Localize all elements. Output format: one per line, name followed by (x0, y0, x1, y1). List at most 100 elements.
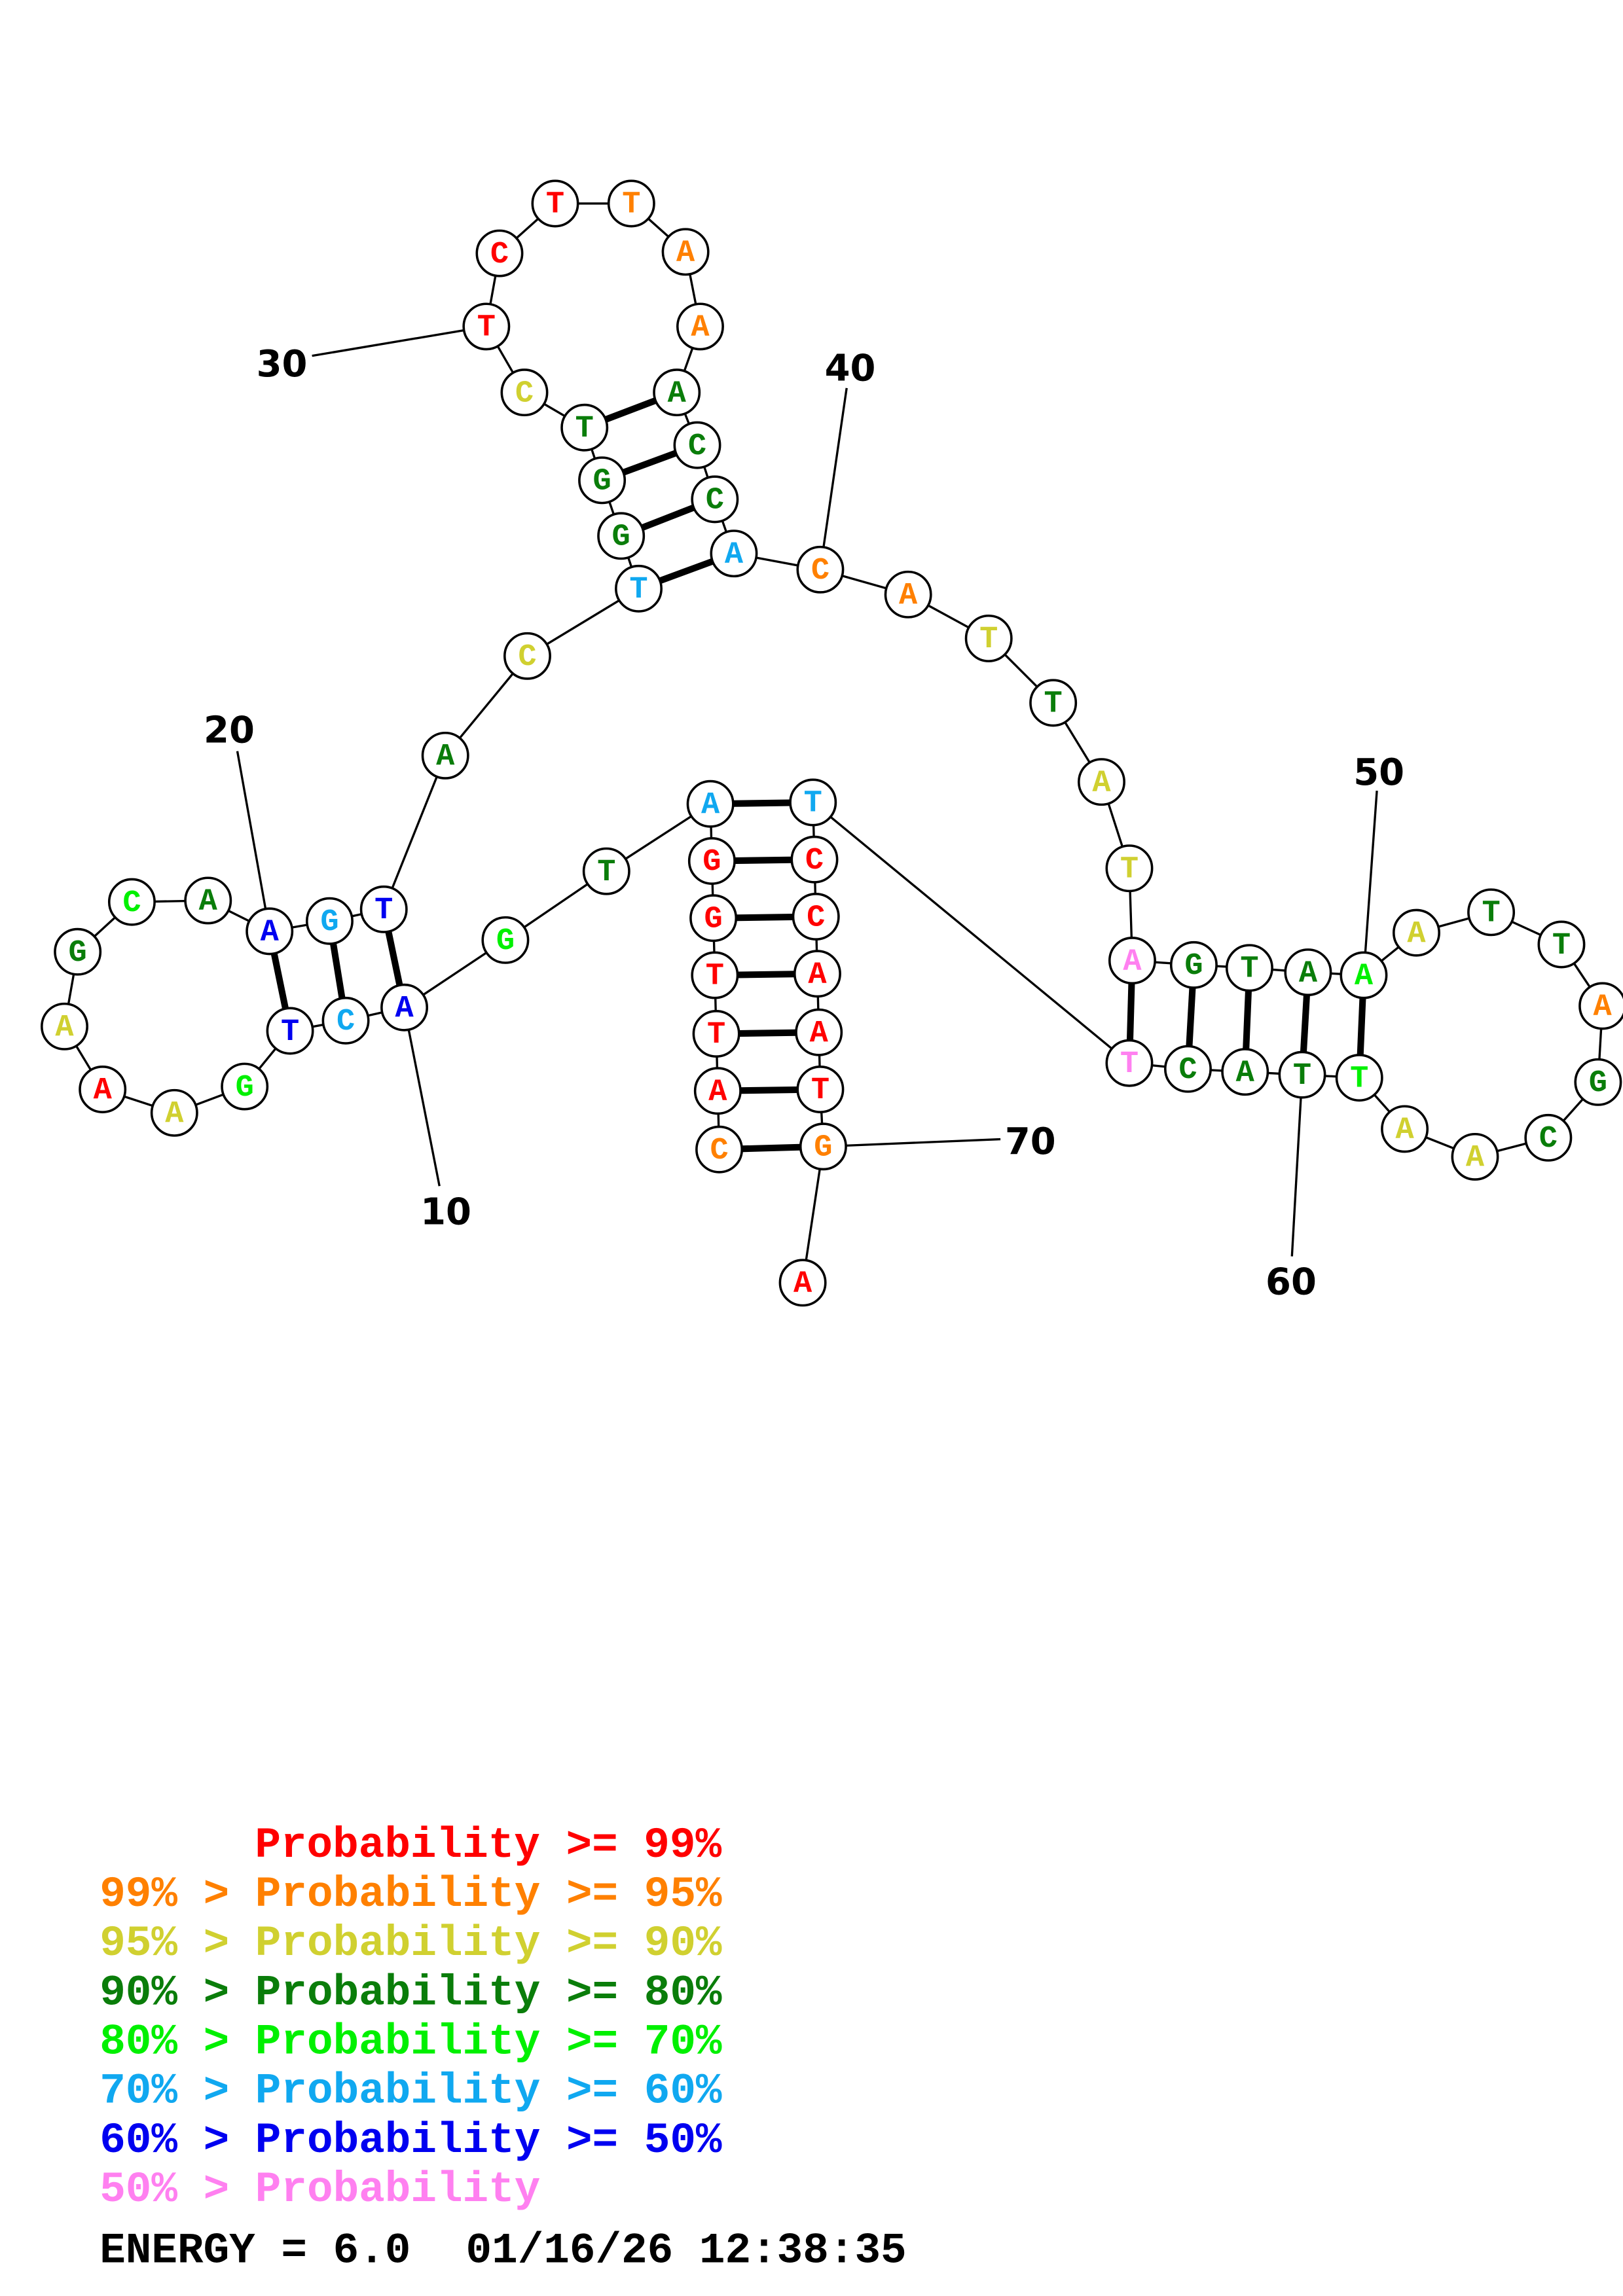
nucleotide: C (792, 893, 840, 941)
nucleotide-letter: A (691, 311, 710, 346)
nucleotide-letter: A (199, 885, 218, 920)
energy-value: ENERGY = 6.0 (100, 2227, 410, 2276)
legend-entry: 80% > Probability >= 70% (100, 2018, 722, 2067)
nucleotide: C (691, 475, 739, 524)
nucleotide-circle (790, 835, 839, 884)
nucleotide: A (795, 1008, 843, 1056)
nucleotide: C (500, 368, 549, 417)
nucleotide: G (578, 456, 627, 505)
nucleotide: T (582, 847, 630, 895)
position-tick-line (823, 1138, 1001, 1148)
nucleotide: A (778, 1259, 827, 1307)
nucleotide-circle (1574, 1058, 1622, 1106)
nucleotide-circle (79, 1066, 127, 1113)
nucleotide-letter: G (69, 936, 87, 971)
nucleotide-letter: T (1240, 952, 1258, 987)
nucleotide-circle (500, 368, 549, 417)
nucleotide-circle (691, 475, 739, 524)
nucleotide-circle (795, 1008, 843, 1056)
nucleotide-letter: T (706, 960, 724, 994)
nucleotide-circle (796, 545, 845, 594)
nucleotide-circle (503, 632, 551, 680)
nucleotide-circle (884, 570, 932, 619)
nucleotide: T (607, 179, 655, 228)
nucleotide-circle (1029, 679, 1078, 727)
nucleotide-letter: A (1594, 990, 1613, 1025)
nucleotide-circle (359, 885, 408, 933)
nucleotide-circle (691, 951, 739, 999)
position-label: 40 (825, 348, 876, 390)
nucleotide-letter: T (804, 787, 822, 821)
position-label: 50 (1353, 751, 1404, 794)
nucleotide-circle (1467, 888, 1516, 937)
legend-entry: Probability >= 99% (255, 1821, 721, 1870)
nucleotide: A (421, 731, 469, 780)
nucleotide-letter: C (122, 886, 141, 921)
nucleotide: A (884, 570, 932, 619)
nucleotide-circle (792, 893, 840, 941)
nucleotide-circle (1524, 1113, 1573, 1162)
nucleotide: G (221, 1062, 269, 1111)
nucleotide-circle (475, 229, 524, 278)
probability-legend: Probability >= 99%99% > Probability >= 9… (100, 1821, 722, 2214)
nucleotide: C (796, 545, 845, 594)
nucleotide-letter: T (629, 573, 647, 607)
position-label: 30 (257, 343, 308, 386)
nucleotide-circle (421, 731, 469, 780)
nucleotide-letter: A (676, 236, 695, 271)
nucleotide: C (790, 835, 839, 884)
nucleotide-letter: A (55, 1011, 74, 1045)
nucleotide: C (107, 878, 156, 926)
nucleotide-circle (1340, 951, 1388, 999)
nucleotide-circle (793, 950, 841, 998)
nucleotide-letter: A (899, 579, 918, 613)
nucleotide: T (1537, 920, 1586, 969)
nucleotide-letter: A (94, 1073, 113, 1108)
nucleotide: T (266, 1007, 314, 1055)
nucleotide-letter: C (337, 1005, 355, 1039)
nucleotide-letter: T (979, 622, 998, 657)
nucleotide: A (793, 950, 841, 998)
nucleotide-circle (1537, 920, 1586, 969)
nucleotide: C (1164, 1045, 1212, 1093)
nucleotide-letter: T (811, 1073, 830, 1108)
nucleotide-circle (695, 1125, 744, 1174)
nucleotide: G (481, 916, 530, 964)
legend-entry: 50% > Probability (100, 2165, 540, 2214)
nucleotide: T (691, 951, 739, 999)
nucleotide: T (462, 302, 511, 351)
nucleotide-circle (689, 894, 738, 942)
nucleotide-circle (692, 1010, 740, 1058)
nucleotide-letter: C (807, 901, 825, 935)
nucleotide-circle (582, 847, 630, 895)
footer: ENERGY = 6.0 01/16/26 12:38:35 (100, 2227, 906, 2276)
nucleotide-letter: A (1299, 956, 1318, 991)
nucleotide-circle (578, 456, 627, 505)
nucleotide-circle (653, 368, 701, 417)
nucleotide: A (676, 302, 724, 351)
nucleotide: T (796, 1066, 845, 1113)
position-tick-line (1362, 790, 1378, 976)
legend-entry: 70% > Probability >= 60% (100, 2067, 722, 2116)
nucleotide: A (661, 228, 710, 276)
nucleotide-letter: A (1355, 960, 1374, 994)
nucleotide-circle (778, 1259, 827, 1307)
nucleotide: A (1108, 937, 1156, 985)
nucleotide-circle (1284, 948, 1332, 996)
nucleotide-letter: C (706, 484, 724, 518)
nucleotide-letter: T (575, 412, 594, 446)
nucleotide-letter: C (515, 376, 534, 411)
nucleotide: G (305, 897, 354, 945)
nucleotide-circle (964, 614, 1013, 662)
nucleotide-circle (305, 897, 354, 945)
nucleotide-letter: C (805, 844, 824, 878)
nucleotide-letter: G (593, 465, 611, 499)
nucleotide-letter: T (622, 188, 640, 223)
nucleotide: A (653, 368, 701, 417)
position-tick-line (236, 751, 271, 932)
legend-entry: 99% > Probability >= 95% (100, 1870, 722, 1919)
nucleotide-circle (1393, 908, 1440, 957)
nucleotide: T (1467, 888, 1516, 937)
